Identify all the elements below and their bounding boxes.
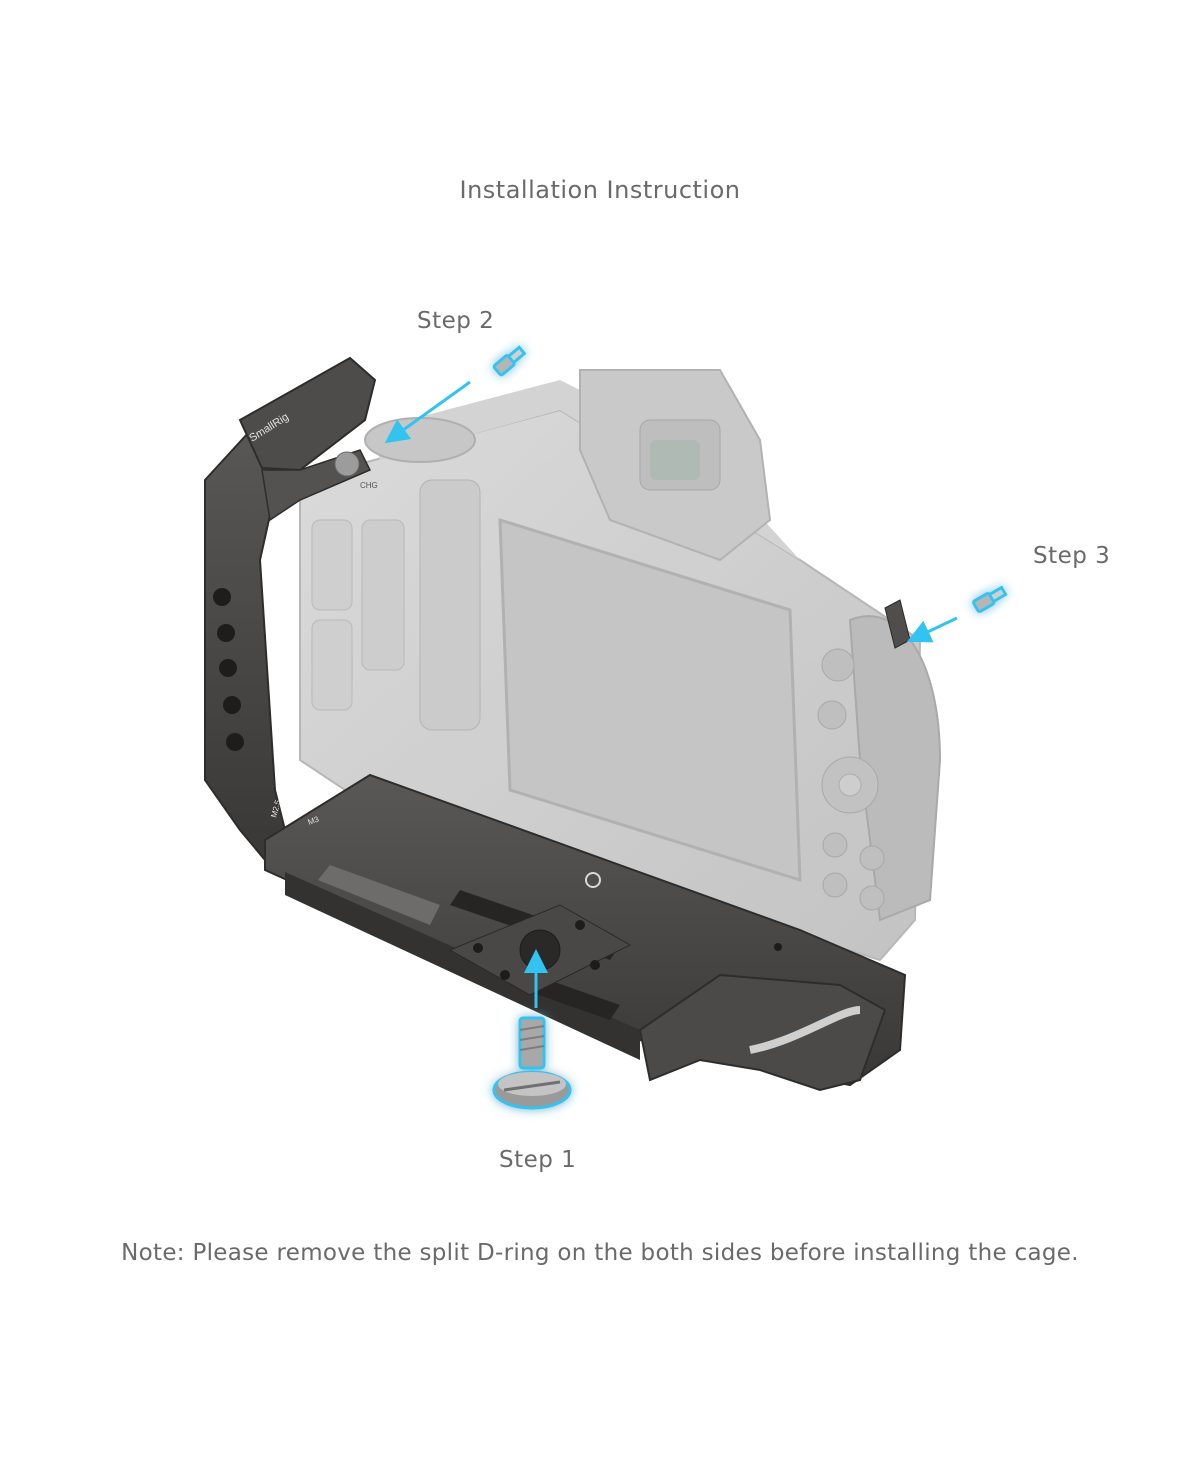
cage-mark-m3: M3 bbox=[307, 814, 321, 826]
step-3-label: Step 3 bbox=[1033, 543, 1111, 569]
step2-screw-icon bbox=[492, 345, 527, 377]
step-1-label: Step 1 bbox=[499, 1147, 577, 1173]
step2-arrow bbox=[384, 380, 471, 444]
installation-note: Note: Please remove the split D-ring on … bbox=[121, 1240, 1079, 1266]
step3-screw-icon bbox=[972, 585, 1008, 613]
camera-cage bbox=[204, 356, 911, 1092]
page-title: Installation Instruction bbox=[459, 176, 741, 204]
camera-mark-chg: CHG bbox=[360, 481, 378, 490]
step-2-label: Step 2 bbox=[417, 308, 495, 334]
step3-arrow bbox=[906, 616, 958, 643]
step1-screw-icon bbox=[492, 1016, 572, 1110]
